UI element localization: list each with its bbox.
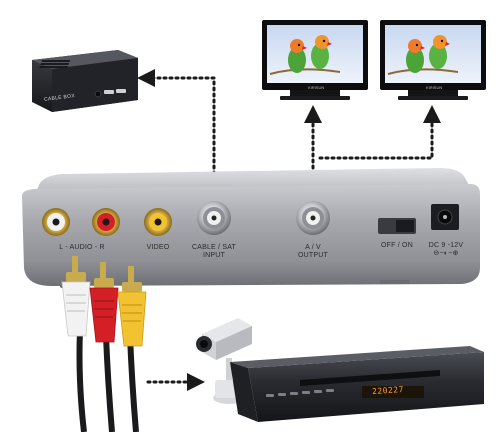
cable-box-button	[104, 90, 114, 94]
video-port-label-text: VIDEO	[146, 244, 170, 251]
lovebird-icon	[311, 35, 332, 69]
cable-box-button	[116, 89, 126, 93]
power-switch-label-text: OFF / ON	[381, 242, 413, 249]
cable-sat-input-connector	[197, 201, 231, 235]
dc-input-label: DC 9 -12V ⊖−◐−⊕	[422, 242, 470, 258]
lovebird-icon	[406, 39, 425, 73]
cable-sat-input-label-line2: INPUT	[203, 252, 225, 259]
tv-right	[380, 20, 486, 100]
av-output-label: A / V OUTPUT	[288, 244, 338, 260]
audio-port-label: L - AUDIO - R	[40, 244, 124, 252]
tv-right-brand: KIRISUN	[426, 85, 443, 90]
rca-plug-icon	[89, 262, 119, 343]
audio-port-label-text: L - AUDIO - R	[59, 244, 105, 251]
rca-cables	[61, 256, 147, 432]
tv-left-brand: KIRISUN	[308, 85, 325, 90]
lovebird-icon	[288, 39, 307, 73]
cable-sat-input-label: CABLE / SAT INPUT	[186, 244, 242, 260]
cable-box-power-icon	[94, 90, 102, 98]
video-port-label: VIDEO	[138, 244, 178, 252]
power-switch	[378, 218, 416, 234]
rca-plug-icon	[117, 266, 147, 347]
cable-box	[32, 50, 138, 112]
dotted-arrow	[137, 69, 216, 188]
av-output-label-line2: OUTPUT	[298, 252, 328, 259]
dc-input-label-text: DC 9 -12V	[428, 242, 464, 249]
vent-grille	[39, 60, 71, 68]
dc-power-jack	[431, 204, 459, 230]
rca-plug-icon	[61, 256, 91, 337]
dc-polarity-icon: ⊖−◐−⊕	[433, 250, 459, 257]
dvd-control-buttons	[266, 389, 334, 397]
dvd-player	[230, 346, 484, 422]
av-output-connector	[296, 201, 330, 235]
tv-left	[262, 20, 368, 100]
dotted-arrow	[318, 105, 441, 160]
dvd-display-panel	[362, 386, 424, 398]
power-switch-label: OFF / ON	[372, 242, 422, 250]
video-jack	[144, 208, 172, 236]
av-output-label-line1: A / V	[305, 244, 321, 251]
lovebird-icon	[429, 35, 450, 69]
cable-sat-input-label-line1: CABLE / SAT	[191, 244, 237, 251]
audio-left-jack	[42, 208, 70, 236]
audio-right-jack	[92, 208, 120, 236]
av-switch-device	[22, 168, 480, 288]
